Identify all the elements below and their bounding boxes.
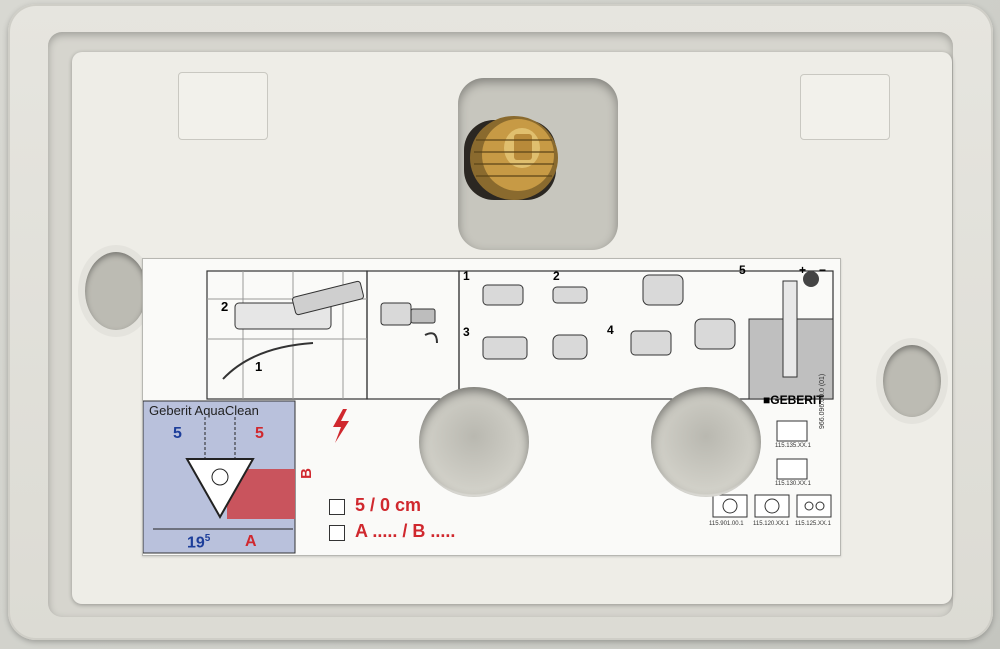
part-number: 966.096.00.0 (01): [819, 373, 826, 429]
plate-code: 115.130.XX.1: [775, 481, 811, 487]
option-1-label: 5 / 0 cm: [355, 495, 422, 515]
plate-code: 115.135.XX.1: [775, 443, 811, 449]
dim-width-sup: 5: [204, 533, 211, 544]
plate-code: 115.120.XX.1: [753, 521, 789, 527]
pipe-hole-left: [419, 387, 529, 497]
pipe-hole-right: [651, 387, 761, 497]
instruction-label: 2 1 1 2 3 4 5 + − Geberit AquaClean 5 5 …: [142, 258, 841, 556]
option-checkbox-1: [329, 499, 345, 515]
dim-width-main: 19: [187, 534, 205, 552]
product-name: Geberit AquaClean: [149, 403, 259, 418]
clip-top-left: [178, 72, 268, 140]
step-number: 2: [221, 299, 229, 314]
plate-code: 115.901.00.1: [709, 521, 744, 527]
label-diagrams: [143, 270, 834, 554]
geberit-square-icon: ■: [763, 393, 771, 407]
dim-a: A: [245, 533, 257, 550]
dim-width: 195: [187, 533, 210, 552]
step-number: 3: [463, 325, 470, 339]
geberit-logo: ■GEBERIT: [763, 393, 824, 407]
step-number: 5: [739, 263, 746, 277]
plus-sign: +: [799, 263, 807, 277]
screw-hole-right: [876, 338, 948, 424]
dim-b: B: [297, 468, 315, 479]
option-checkbox-2: [329, 525, 345, 541]
step-number: 1: [463, 269, 470, 283]
option-2-label: A ..... / B .....: [355, 521, 456, 541]
minus-sign: −: [819, 263, 827, 277]
clip-top-right: [800, 74, 890, 140]
step-number: 4: [607, 323, 614, 337]
dim-left: 5: [173, 425, 182, 442]
step-number: 2: [553, 269, 560, 283]
plate-code: 115.125.XX.1: [795, 521, 831, 527]
brass-valve: [464, 116, 558, 200]
step-number: 1: [255, 359, 263, 374]
brand-text: GEBERIT: [770, 393, 824, 407]
dim-right: 5: [255, 425, 264, 442]
